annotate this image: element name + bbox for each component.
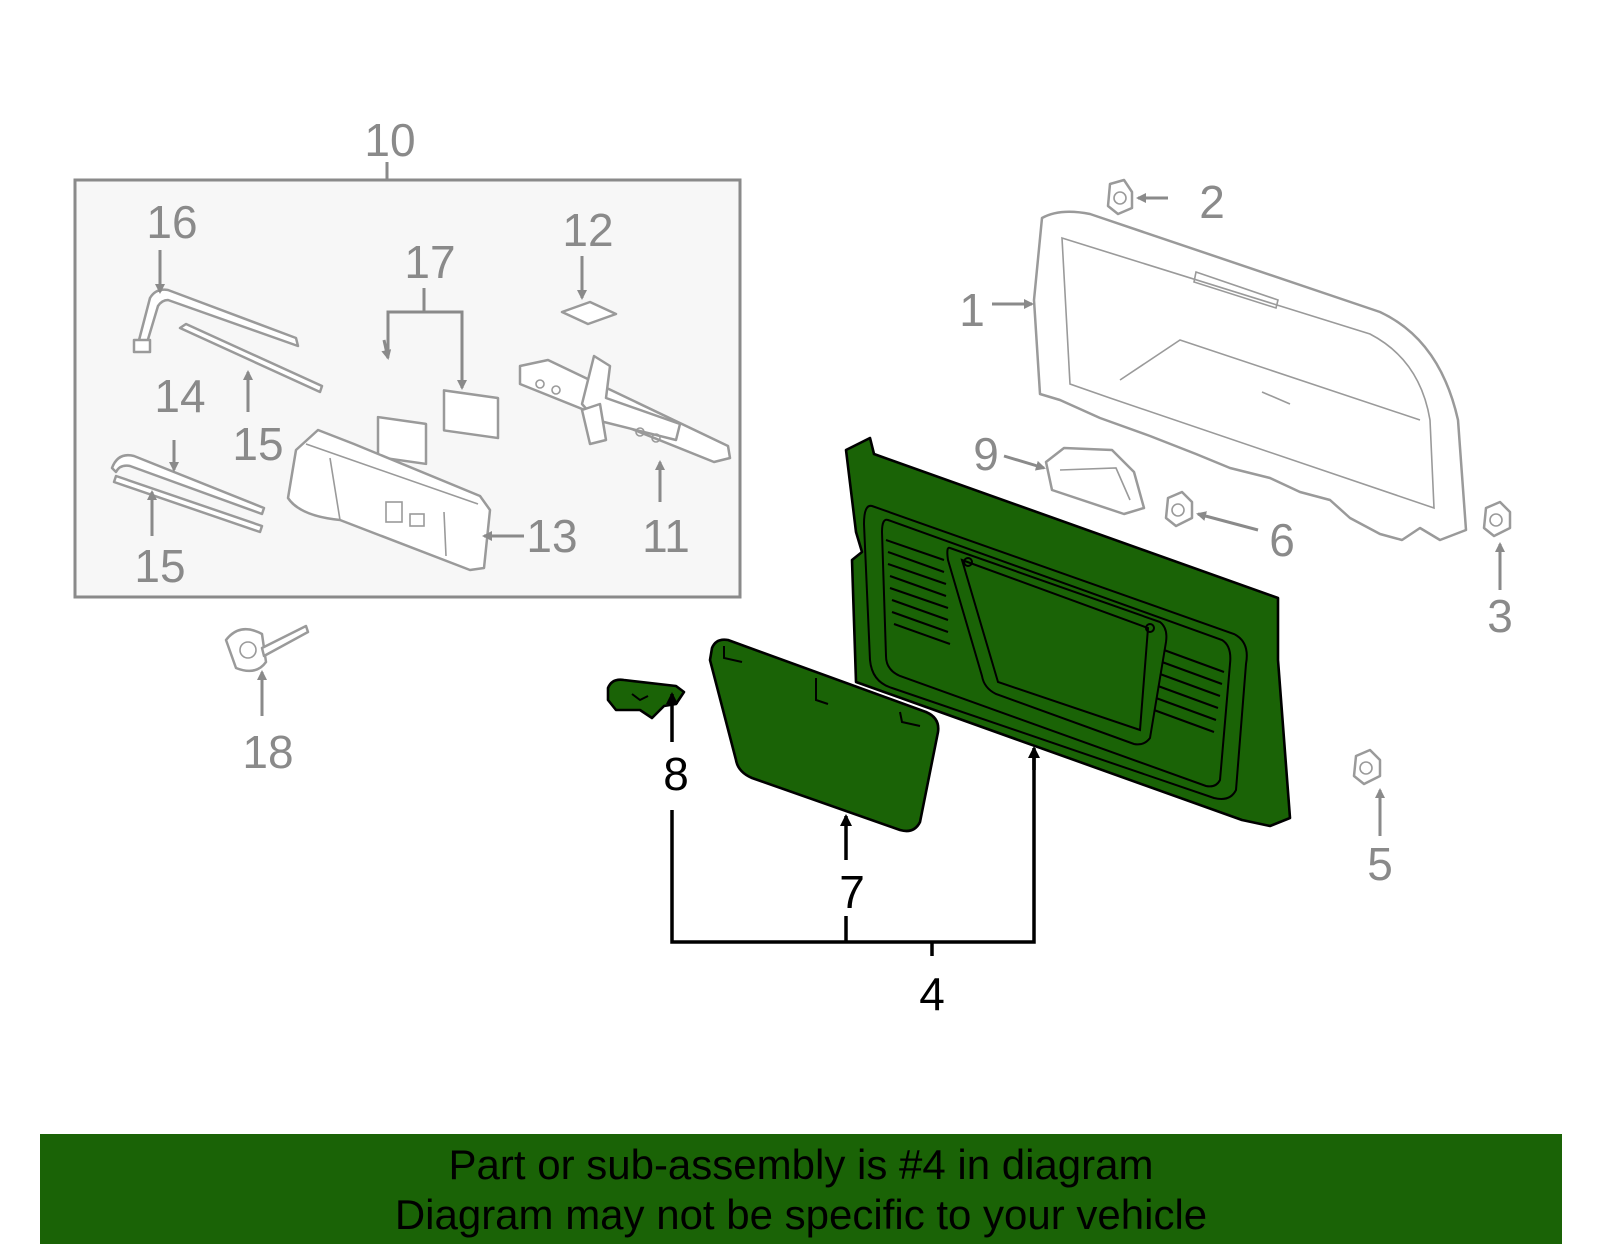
jack-holder-part-13: [286, 428, 492, 572]
callout-15-upper: 15: [232, 418, 283, 470]
callout-15-lower: 15: [134, 540, 185, 592]
clip-part-5: [1352, 748, 1382, 786]
bolt-part-18: [224, 624, 310, 673]
vent-right: [1153, 649, 1225, 733]
callout-4: 4: [919, 968, 945, 1020]
jack-part-11: [518, 354, 732, 464]
callout-14: 14: [154, 370, 205, 422]
trim-panel-part-4: [844, 436, 1292, 828]
wheel-wrench-part-16: [132, 288, 300, 354]
clip-part-2: [1106, 178, 1134, 216]
pad-part-17-right: [442, 389, 500, 440]
callout-12: 12: [562, 204, 613, 256]
callout-3: 3: [1487, 590, 1513, 642]
callout-8: 8: [663, 748, 689, 800]
pad-part-17-left: [376, 415, 428, 466]
label-part-12: [560, 300, 618, 326]
banner-line-2: Diagram may not be specific to your vehi…: [394, 1191, 1208, 1238]
callout-18: 18: [242, 726, 293, 778]
extension-rod-part-15-upper: [178, 322, 324, 394]
callout-9: 9: [973, 428, 999, 480]
tailgate-frame-part-1: [1032, 210, 1468, 542]
lid-part-7: [708, 638, 940, 833]
callout-13: 13: [526, 510, 577, 562]
clip-part-3: [1482, 500, 1512, 538]
info-banner: Part or sub-assembly is #4 in diagram Di…: [40, 1134, 1562, 1244]
clip-part-6: [1164, 490, 1194, 528]
callout-6: 6: [1269, 514, 1295, 566]
callout-2: 2: [1199, 176, 1225, 228]
banner-line-1: Part or sub-assembly is #4 in diagram: [448, 1141, 1154, 1188]
callout-11: 11: [642, 510, 690, 562]
callout-1: 1: [959, 284, 985, 336]
callout-16: 16: [146, 196, 197, 248]
vent-left: [885, 539, 951, 645]
callout-17: 17: [404, 236, 455, 288]
hook-part-8: [606, 678, 686, 720]
handle-cover-part-9: [1044, 446, 1146, 516]
callout-10: 10: [364, 114, 415, 166]
callout-7: 7: [839, 866, 865, 918]
callout-5: 5: [1367, 838, 1393, 890]
